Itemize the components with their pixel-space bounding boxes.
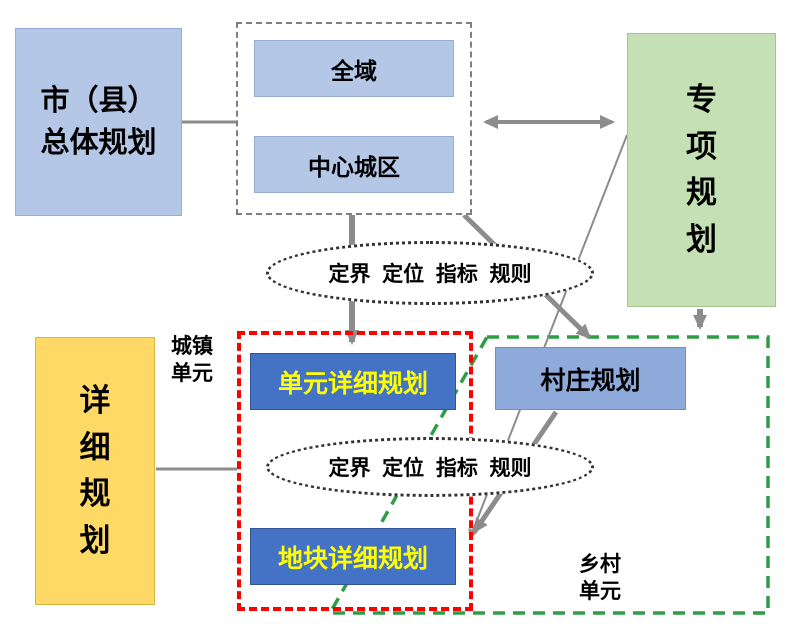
whole-area-label: 全域 <box>331 57 377 84</box>
detailed-plan-label: 详细规划 <box>79 383 111 558</box>
master-plan-box: 市（县） 总体规划 <box>15 28 182 216</box>
central-city-label: 中心城区 <box>308 153 400 180</box>
plot-detailed-plan-box: 地块详细规划 <box>250 528 456 585</box>
special-plan-box: 专项规划 <box>627 33 776 307</box>
rules-bottom-label: 定界 定位 指标 规则 <box>328 457 532 480</box>
urban-unit-label: 城镇 单元 <box>171 335 213 386</box>
rules-ellipse-bottom: 定界 定位 指标 规则 <box>266 437 594 497</box>
whole-area-box: 全域 <box>254 40 454 97</box>
village-plan-label: 村庄规划 <box>540 366 641 395</box>
detailed-plan-box: 详细规划 <box>35 337 155 605</box>
central-city-box: 中心城区 <box>254 136 454 193</box>
plot-detailed-plan-label: 地块详细规划 <box>277 544 428 573</box>
rural-unit-label: 乡村 单元 <box>579 553 621 604</box>
master-plan-label: 市（县） 总体规划 <box>40 84 157 159</box>
village-plan-box: 村庄规划 <box>495 347 686 410</box>
rules-ellipse-top: 定界 定位 指标 规则 <box>266 241 594 305</box>
rural-unit-boundary <box>326 335 770 615</box>
unit-detailed-plan-label: 单元详细规划 <box>277 369 428 398</box>
rules-top-label: 定界 定位 指标 规则 <box>328 263 532 286</box>
special-plan-label: 专项规划 <box>685 82 717 257</box>
unit-detailed-plan-box: 单元详细规划 <box>250 353 456 410</box>
